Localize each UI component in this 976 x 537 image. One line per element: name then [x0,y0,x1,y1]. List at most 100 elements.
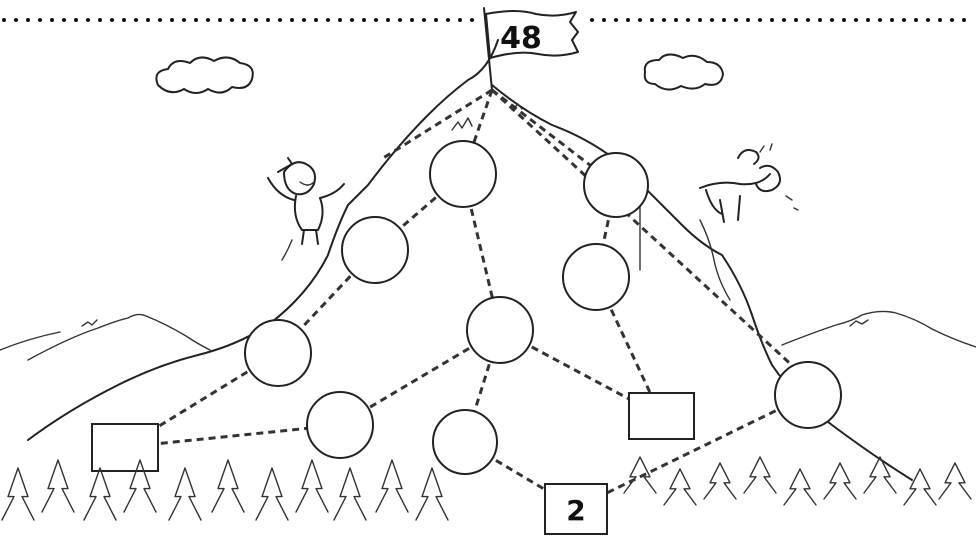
border-dot [206,18,210,22]
border-dot [38,18,42,22]
pine-tree-icon [334,468,366,520]
mountain-goat-figure [700,144,798,222]
border-dot [266,18,270,22]
border-dot [338,18,342,22]
border-dot [302,18,306,22]
border-dot [146,18,150,22]
pine-tree-icon [42,460,74,512]
border-dot [614,18,618,22]
square-left[interactable] [92,424,158,471]
border-dot [866,18,870,22]
border-dot [278,18,282,22]
pine-tree-icon [84,468,116,520]
border-dot [170,18,174,22]
border-dot [626,18,630,22]
circle-upper-right[interactable] [563,244,629,310]
bottom-value: 2 [566,494,585,527]
border-dot [602,18,606,22]
border-dot [134,18,138,22]
cloud-icon [645,54,723,89]
pine-tree-icon [864,457,896,493]
border-dot [722,18,726,22]
pine-tree-icon [256,468,288,520]
pine-tree-icon [664,469,696,505]
border-dot [446,18,450,22]
pine-tree-icon [376,460,408,512]
pine-tree-icon [744,457,776,493]
border-dot [710,18,714,22]
border-dot [98,18,102,22]
border-dot [122,18,126,22]
border-dot [662,18,666,22]
border-dot [794,18,798,22]
circle-summit-right[interactable] [584,153,648,217]
border-dot [110,18,114,22]
border-dot [254,18,258,22]
border-dot [590,18,594,22]
border-dot [290,18,294,22]
border-dot [878,18,882,22]
border-dot [962,18,966,22]
border-dot [734,18,738,22]
pine-tree-icon [624,457,656,493]
border-dot [806,18,810,22]
flag-icon: 48 [484,8,578,90]
border-dot [374,18,378,22]
peak-value: 48 [500,21,542,56]
pine-tree-icon [784,469,816,505]
circle-right[interactable] [775,362,841,428]
border-dot [242,18,246,22]
circle-lower-left[interactable] [307,392,373,458]
border-dot [326,18,330,22]
pine-tree-icon [296,460,328,512]
border-dot [422,18,426,22]
border-dot [230,18,234,22]
circle-center[interactable] [467,297,533,363]
border-dot [842,18,846,22]
border-dot [674,18,678,22]
border-dot [458,18,462,22]
border-dot [398,18,402,22]
border-dot [914,18,918,22]
border-dot [938,18,942,22]
border-dot [782,18,786,22]
border-dot [758,18,762,22]
border-dot [698,18,702,22]
border-dot [890,18,894,22]
pine-tree-icon [704,463,736,499]
circle-summit-left[interactable] [430,141,496,207]
border-dot [386,18,390,22]
border-dot [158,18,162,22]
border-dot [650,18,654,22]
border-dot [770,18,774,22]
circle-upper-left[interactable] [342,217,408,283]
pine-tree-icon [416,468,448,520]
border-dot [830,18,834,22]
pine-tree-icon [169,468,201,520]
border-dot [638,18,642,22]
border-dot [74,18,78,22]
pine-tree-icon [939,463,971,499]
pine-tree-icon [2,468,34,520]
border-dot [746,18,750,22]
border-dot [818,18,822,22]
border-dot [194,18,198,22]
border-dot [62,18,66,22]
hiker-figure [268,158,344,244]
border-dot [362,18,366,22]
circle-lower-center[interactable] [433,410,497,474]
border-dot [86,18,90,22]
cloud-icon [156,57,252,93]
border-dot [410,18,414,22]
dotted-border [2,18,966,22]
border-dot [2,18,6,22]
border-dot [950,18,954,22]
border-dot [686,18,690,22]
circle-middle-left[interactable] [245,320,311,386]
border-dot [470,18,474,22]
square-right[interactable] [629,393,694,439]
border-dot [218,18,222,22]
border-dot [926,18,930,22]
border-dot [182,18,186,22]
